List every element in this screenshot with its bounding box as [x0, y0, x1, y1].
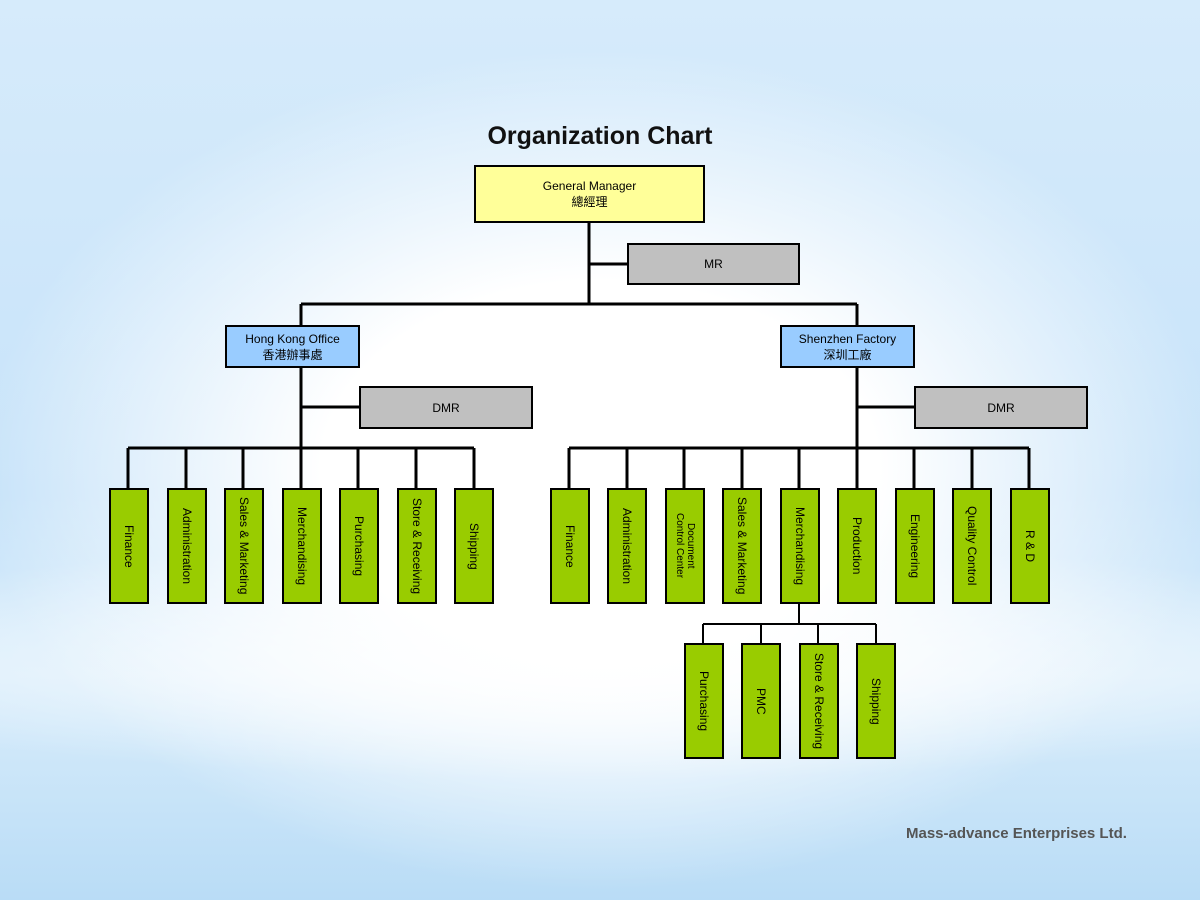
hk-dept-label: Merchandising: [295, 506, 309, 586]
sz-dept-label: Finance: [563, 524, 577, 568]
shenzhen-factory-box: Shenzhen Factory 深圳工廠: [780, 325, 915, 368]
general-manager-label: General Manager: [542, 179, 637, 193]
shenzhen-factory-label-zh: 深圳工廠: [823, 347, 872, 362]
general-manager-box: General Manager 總經理: [474, 165, 705, 223]
hk-dept-label: Store & Receiving: [410, 497, 424, 595]
sz-dept-label: Administration: [620, 507, 634, 585]
hk-dept-purchasing: Purchasing: [339, 488, 379, 604]
hong-kong-office-label: Hong Kong Office: [245, 331, 340, 346]
general-manager-label-zh: 總經理: [571, 195, 608, 209]
hong-kong-dmr-box: DMR: [359, 386, 533, 429]
hk-dept-store-receiving: Store & Receiving: [397, 488, 437, 604]
shenzhen-factory-label: Shenzhen Factory: [798, 331, 897, 346]
sz-dept-document-control-center: Document Control Center: [665, 488, 705, 604]
hong-kong-office-label-zh: 香港辦事處: [262, 347, 323, 362]
sz-dept-administration: Administration: [607, 488, 647, 604]
hk-dept-sales-marketing: Sales & Marketing: [224, 488, 264, 604]
sz-sub-pmc: PMC: [741, 643, 781, 759]
sz-dept-merchandising: Merchandising: [780, 488, 820, 604]
hk-dept-administration: Administration: [167, 488, 207, 604]
sz-dept-label: Merchandising: [793, 506, 807, 586]
sz-dept-quality-control: Quality Control: [952, 488, 992, 604]
hong-kong-office-box: Hong Kong Office 香港辦事處: [225, 325, 360, 368]
hk-dept-label: Shipping: [467, 522, 481, 570]
company-name-footer: Mass-advance Enterprises Ltd.: [906, 825, 1127, 842]
sz-dept-finance: Finance: [550, 488, 590, 604]
sz-dept-sales-marketing: Sales & Marketing: [722, 488, 762, 604]
chart-title: Organization Chart: [487, 122, 713, 150]
sz-dept-label: Quality Control: [965, 506, 979, 586]
sz-sub-label: PMC: [754, 687, 768, 715]
sz-dept-label: R & D: [1023, 529, 1037, 562]
sz-dept-label: Production: [850, 517, 864, 575]
hk-dept-label: Administration: [180, 507, 194, 585]
sz-dept-production: Production: [837, 488, 877, 604]
hk-dept-label: Purchasing: [352, 515, 366, 577]
sz-sub-shipping: Shipping: [856, 643, 896, 759]
sz-sub-label: Purchasing: [697, 670, 711, 732]
mr-label: MR: [704, 257, 723, 271]
sz-dept-label: Engineering: [908, 513, 922, 579]
hk-dept-label: Finance: [122, 524, 136, 568]
sz-dept-r-and-d: R & D: [1010, 488, 1050, 604]
sz-sub-label: Shipping: [869, 677, 883, 725]
hk-dept-merchandising: Merchandising: [282, 488, 322, 604]
shenzhen-dmr-box: DMR: [914, 386, 1088, 429]
hk-dept-label: Sales & Marketing: [237, 497, 251, 595]
sz-dept-label: Sales & Marketing: [735, 497, 749, 595]
sz-sub-label: Store & Receiving: [812, 652, 826, 750]
mr-box: MR: [627, 243, 800, 285]
hk-dept-shipping: Shipping: [454, 488, 494, 604]
shenzhen-dmr-label: DMR: [987, 400, 1015, 415]
hk-dept-finance: Finance: [109, 488, 149, 604]
sz-dept-engineering: Engineering: [895, 488, 935, 604]
sz-sub-purchasing: Purchasing: [684, 643, 724, 759]
sz-sub-store-receiving: Store & Receiving: [799, 643, 839, 759]
sz-dept-label: Document Control Center: [674, 513, 696, 579]
hong-kong-dmr-label: DMR: [432, 400, 460, 415]
